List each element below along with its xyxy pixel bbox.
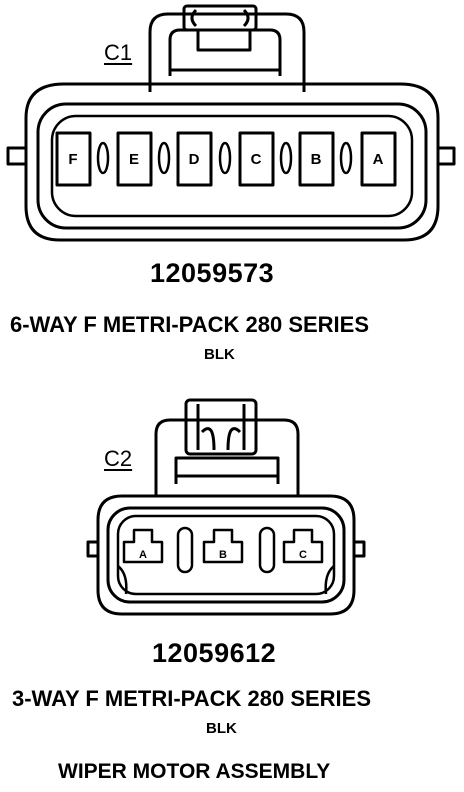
c2-cavity-c	[282, 528, 324, 564]
c2-left-peg	[86, 540, 100, 558]
c1-left-peg	[6, 146, 28, 166]
connector-c2-color: BLK	[206, 720, 237, 737]
c1-inner-housing	[36, 102, 428, 230]
c1-cavity-a	[360, 131, 397, 187]
c2-cavity-b	[202, 528, 244, 564]
c1-cavity-label: B	[311, 151, 322, 168]
c2-cavity-label: B	[219, 549, 227, 561]
connector-c1-part-number: 12059573	[150, 258, 275, 288]
c1-separator	[279, 141, 293, 175]
c2-inner-housing	[106, 506, 346, 604]
c2-separator	[258, 526, 276, 574]
c2-latch-inner	[174, 456, 280, 484]
connector-c1-drawing: F E D C B A	[6, 4, 456, 242]
connector-c1-id: C1	[104, 40, 133, 65]
diagram-title: WIPER MOTOR ASSEMBLY	[58, 760, 331, 783]
connector-c2-series: 3-WAY F METRI-PACK 280 SERIES	[12, 686, 372, 711]
c1-cavity-label: F	[68, 151, 77, 168]
c1-separator	[96, 141, 110, 175]
c2-cavities	[122, 526, 324, 574]
connector-c1-color: BLK	[204, 346, 235, 363]
c1-right-peg	[436, 146, 456, 166]
c2-cavity-label: A	[139, 549, 147, 561]
c2-latch-tab	[184, 398, 258, 456]
c1-cavity-label: E	[129, 151, 139, 168]
c1-cavity-b	[298, 131, 335, 187]
c1-cavity-c	[238, 131, 275, 187]
c2-separator	[176, 526, 194, 574]
c1-separator	[157, 141, 171, 175]
c1-outer-housing	[24, 82, 440, 242]
c1-cavity-label: C	[251, 151, 262, 168]
c1-separator	[218, 141, 232, 175]
c1-cavity-d	[176, 131, 213, 187]
c2-right-peg	[352, 540, 366, 558]
connector-c2-id: C2	[104, 446, 133, 471]
c1-cavity-label: A	[373, 151, 384, 168]
c1-cavity-e	[116, 131, 153, 187]
c1-cavity-f	[55, 131, 92, 187]
connector-c2-drawing: A B C	[86, 398, 366, 616]
c1-cavity-label: D	[189, 151, 200, 168]
c2-latch-tower	[154, 418, 300, 496]
connector-c2-part-number: 12059612	[152, 638, 277, 668]
c2-outer-housing	[96, 494, 356, 616]
c1-latch-inner	[168, 28, 282, 76]
c2-cavity-a	[122, 528, 164, 564]
c1-separator	[339, 141, 353, 175]
c2-cavity-label: C	[299, 549, 307, 561]
connector-c1-series: 6-WAY F METRI-PACK 280 SERIES	[10, 312, 370, 337]
c1-latch-tower	[148, 12, 306, 92]
c1-cavities	[55, 131, 397, 187]
c1-latch-tab	[182, 4, 258, 32]
